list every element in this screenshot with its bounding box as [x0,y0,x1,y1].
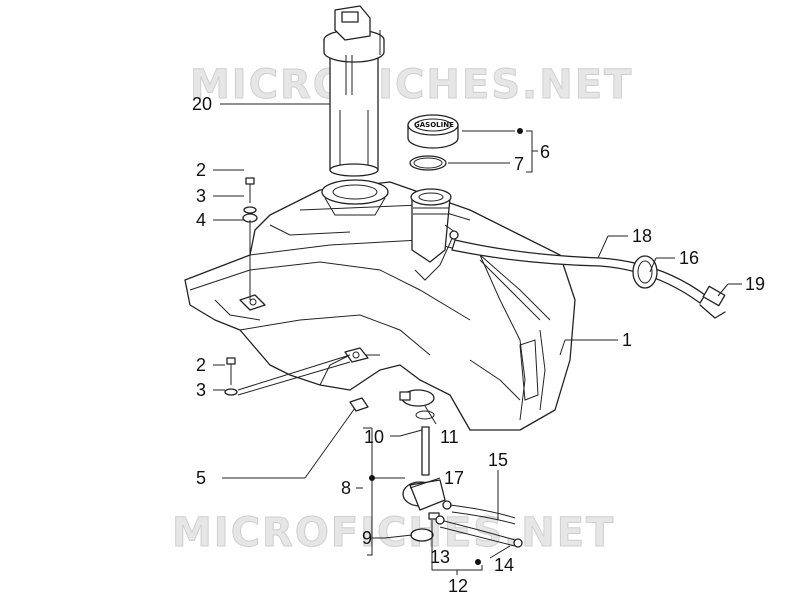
callout-18: 18 [632,226,652,246]
fuel-hose-b-edge [439,526,516,547]
cap-lettering: GASOLINE [414,121,454,129]
screw-lower [224,357,238,396]
callout-3-lower: 3 [196,380,206,400]
leader-lines [213,103,742,575]
callout-5: 5 [196,468,206,488]
clip-14 [513,538,523,548]
callout-20: 20 [192,94,212,114]
callout-4: 4 [196,210,206,230]
callout-16: 16 [679,248,699,268]
callout-2-lower: 2 [196,355,206,375]
watermark-bottom: MICROFICHES.NET [172,510,615,556]
filter-10 [415,410,435,476]
callout-14: 14 [494,555,514,575]
o-ring-inner [413,157,443,169]
clip-nut [349,397,369,412]
clip-13 [435,515,445,525]
callout-2-upper: 2 [196,160,206,180]
callout-10: 10 [364,427,384,447]
fuel-hose-b [439,519,516,541]
callout-6: 6 [540,142,550,162]
fitting-19 [699,285,726,319]
fuel-cap: GASOLINE [407,114,459,149]
clamp-11 [399,389,435,407]
callout-labels: 20 6 7 2 3 4 18 16 19 1 2 3 10 11 15 5 1… [192,94,765,596]
fuel-pump [323,5,385,177]
callout-19: 19 [745,274,765,294]
callout-7: 7 [514,154,524,174]
fuel-hose-a [449,504,516,519]
callout-17: 17 [444,468,464,488]
callout-1: 1 [622,330,632,350]
callout-8: 8 [341,478,351,498]
callout-13: 13 [430,547,450,567]
fuel-hose-a-edge [451,511,516,525]
plug-9 [410,528,434,542]
fuel-tank [184,179,576,431]
watermark-top: MICROFICHES.NET [190,62,633,108]
callout-15: 15 [488,450,508,470]
vent-hose [451,239,706,321]
hose-clamp-16 [632,255,658,289]
callout-9: 9 [362,528,372,548]
callout-12: 12 [448,576,468,596]
screw-upper [242,177,258,223]
callout-3-upper: 3 [196,186,206,206]
callout-11: 11 [440,427,459,447]
